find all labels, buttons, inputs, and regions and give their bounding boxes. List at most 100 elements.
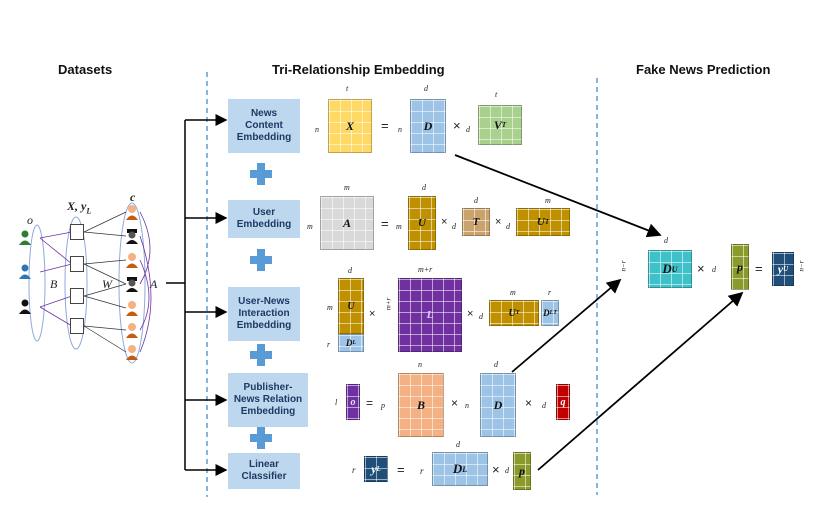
news-doc-icon (70, 256, 84, 272)
publisher-news-relation-embedding-box: Publisher-News Relation Embedding (228, 373, 308, 427)
vector-p: p (513, 452, 531, 490)
user-icon (126, 205, 138, 220)
user-icon (126, 253, 138, 268)
eq4-times: × (451, 396, 459, 410)
eq4-equals: = (366, 396, 374, 410)
eq1-dim-n2: n (398, 125, 402, 134)
eq4-dim-n: n (418, 360, 422, 369)
eq4-dim-l: l (335, 398, 338, 407)
eq1-dim-d2: d (466, 125, 470, 134)
eq3-dim-mr2: m+r (418, 265, 433, 274)
user-news-interaction-embedding-box: User-News Interaction Embedding (228, 287, 300, 341)
label-xy: X, yL (67, 199, 92, 216)
eq1-equals: = (381, 118, 389, 133)
news-doc-icon (70, 318, 84, 334)
eq6-times: × (697, 261, 705, 276)
eq5-dim-r: r (352, 465, 356, 475)
eq4-dim-d2: d (542, 401, 546, 410)
plus-icon (250, 427, 272, 449)
plus-icon (250, 163, 272, 185)
spy-user-icon (126, 277, 138, 292)
matrix-D: D (410, 99, 446, 153)
user-embedding-box: User Embedding (228, 200, 300, 238)
eq2-dim-d: d (422, 183, 426, 192)
eq2-dim-d4: d (506, 222, 510, 231)
vector-p-2: p (731, 244, 749, 290)
eq4-dim-n2: n (465, 401, 469, 410)
arrow-p-to-p (537, 291, 744, 471)
eq3-dim-m2: m (510, 288, 516, 297)
eq4-times2: × (525, 396, 533, 410)
eq5-equals: = (397, 462, 405, 477)
publisher-icon-green (19, 230, 31, 245)
label-c: c (130, 190, 136, 204)
eq5-times: × (492, 462, 500, 477)
matrix-T: T (462, 208, 490, 236)
eq3-dim-d: d (348, 266, 352, 275)
arrow-D4-to-DU (511, 278, 622, 373)
linear-classifier-box: Linear Classifier (228, 453, 300, 489)
matrix-L: L (398, 278, 462, 352)
eq2-dim-m: m (307, 222, 313, 231)
plus-icon (250, 249, 272, 271)
eq2-times2: × (495, 216, 502, 228)
arrow-D-to-DU (454, 154, 662, 238)
eq6-equals: = (755, 261, 763, 276)
eq3-times2: × (467, 308, 474, 320)
prediction-header: Fake News Prediction (636, 62, 771, 77)
eq5-dim-d: d (456, 440, 460, 449)
eq3-dim-mr: m+r (384, 297, 393, 311)
user-icon (126, 323, 138, 338)
user-icon (126, 345, 138, 360)
eq1-dim-t2: t (495, 90, 498, 99)
eq3-dim-m: m (327, 303, 333, 312)
label-A: A (150, 277, 158, 291)
eq2-dim-m4: m (545, 196, 551, 205)
eq2-dim-d3: d (474, 196, 478, 205)
label-W: W (102, 277, 112, 291)
eq3-dim-d2: d (479, 312, 483, 321)
eq4-dim-d: d (494, 360, 498, 369)
eq1-dim-d: d (424, 84, 428, 93)
news-content-embedding-box: News Content Embedding (228, 99, 300, 153)
eq2-dim-d2: d (452, 222, 456, 231)
matrix-D-2: D (480, 373, 516, 437)
matrix-B: B (398, 373, 444, 437)
datasets-header: Datasets (58, 62, 113, 77)
eq6-dim-d: d (664, 236, 668, 245)
matrix-X: X (328, 99, 372, 153)
eq5-dim-r2: r (420, 466, 424, 476)
matrix-U: U (408, 196, 436, 250)
user-icon (126, 301, 138, 316)
spy-user-icon (126, 229, 138, 244)
eq1-dim-t: t (346, 84, 349, 93)
eq4-dim-p: p (381, 401, 385, 410)
publisher-icon-blue (19, 264, 31, 279)
publisher-icon-black (19, 299, 31, 314)
eq3-dim-r: r (327, 340, 331, 349)
embedding-header: Tri-Relationship Embedding (272, 62, 445, 77)
vector-q: q (556, 384, 570, 420)
label-B: B (50, 277, 58, 291)
matrix-A: A (320, 196, 374, 250)
plus-icon (250, 344, 272, 366)
eq2-dim-m3: m (396, 222, 402, 231)
matrix-U-stack: U (338, 278, 364, 334)
eq5-dim-d2: d (505, 466, 509, 475)
eq1-times: × (453, 118, 461, 133)
eq2-equals: = (381, 216, 389, 231)
news-doc-icon (70, 224, 84, 240)
eq6-dim-nr2: n−r (797, 260, 806, 272)
news-doc-icon (70, 288, 84, 304)
eq3-dim-r2: r (548, 288, 552, 297)
